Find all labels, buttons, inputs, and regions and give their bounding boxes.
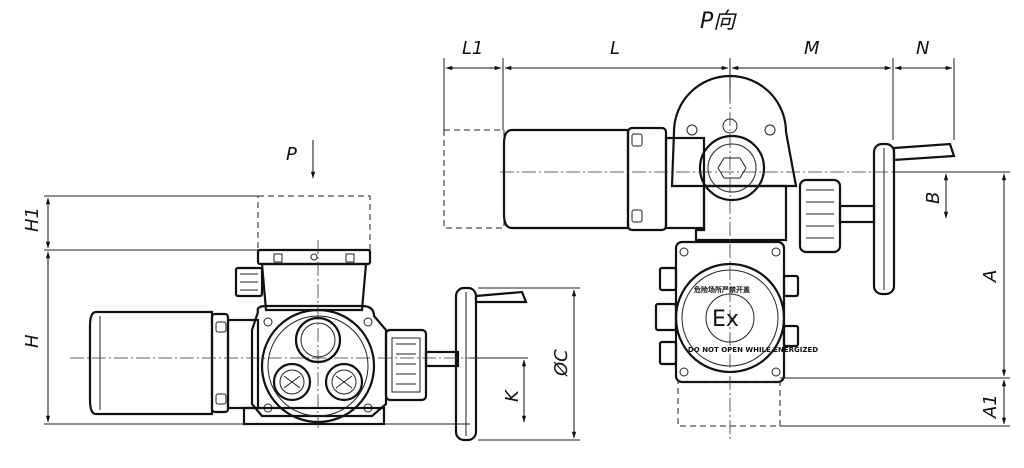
dim-a1-label: A1 — [980, 394, 1001, 419]
dim-k-label: K — [502, 389, 523, 402]
dim-n-label: N — [916, 38, 929, 59]
p-view: P向 L1 L M N — [443, 9, 1010, 440]
dim-l1-label: L1 — [462, 38, 483, 59]
dim-b-label: B — [923, 192, 944, 204]
nameplate-warning-cn: 危险场所严禁开盖 — [693, 285, 750, 294]
dim-phic-label: ØC — [551, 349, 572, 377]
terminal-box — [234, 248, 372, 312]
motor-body — [88, 310, 214, 416]
dim-h-label: H — [22, 334, 43, 348]
dim-m-label: M — [804, 38, 820, 59]
main-housing — [242, 304, 388, 426]
dim-l-label: L — [610, 38, 620, 59]
handwheel-assembly — [384, 286, 528, 442]
front-view: P H1 H K ØC — [22, 140, 580, 442]
p-view-title: P向 — [700, 9, 737, 34]
dim-h1-label: H1 — [22, 207, 43, 232]
p-arrow-label: P — [286, 144, 297, 165]
nameplate-warning-en: DO NOT OPEN WHILE ENERGIZED — [688, 346, 818, 354]
p-view-top-flange — [670, 74, 798, 202]
dim-a-label: A — [980, 270, 1001, 283]
p-view-handwheel — [798, 142, 956, 296]
p-view-terminal-box: Ex 危险场所严禁开盖 DO NOT OPEN WHILE ENERGIZED — [654, 240, 818, 384]
ex-mark: Ex — [712, 307, 739, 332]
